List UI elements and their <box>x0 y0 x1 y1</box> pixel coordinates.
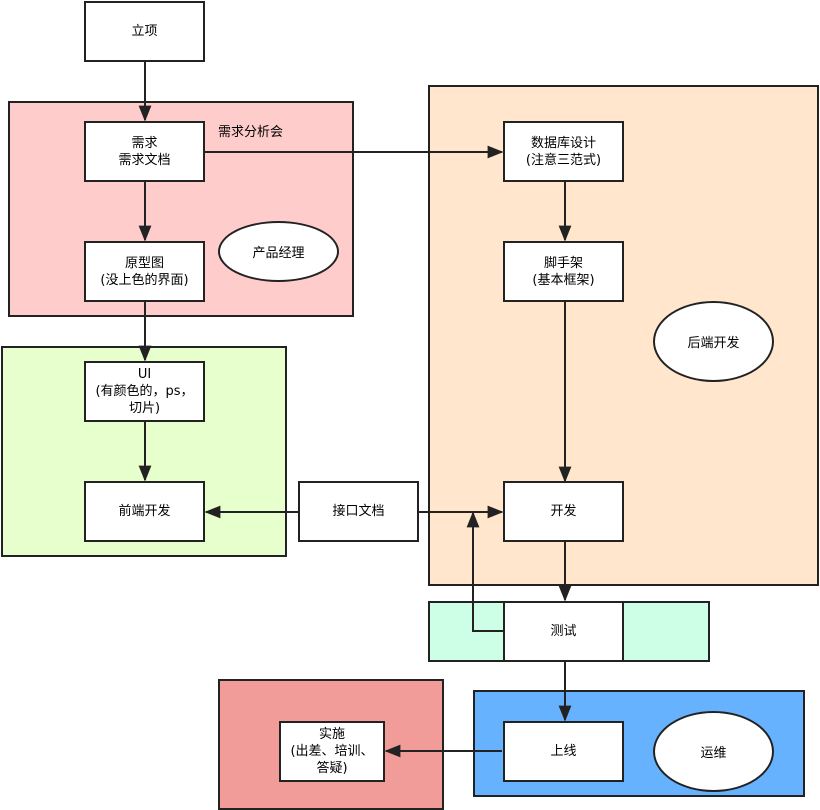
product-manager-ellipse: 产品经理 <box>218 221 339 282</box>
scaffold-node: 脚手架 (基本框架) <box>503 241 624 302</box>
test-node: 测试 <box>503 601 624 662</box>
api-doc-node: 接口文档 <box>298 481 419 542</box>
implementation-node: 实施 (出差、培训、 答疑) <box>279 721 385 782</box>
backend-dev-ellipse: 后端开发 <box>653 301 774 382</box>
dev-node: 开发 <box>503 481 624 542</box>
ui-node: UI (有颜色的，ps， 切片) <box>84 361 205 422</box>
requirement-meeting-label: 需求分析会 <box>218 125 284 140</box>
frontend-node: 前端开发 <box>84 481 205 542</box>
project-node: 立项 <box>84 1 205 62</box>
db-design-node: 数据库设计 (注意三范式) <box>503 121 624 182</box>
requirement-node: 需求 需求文档 <box>84 121 205 182</box>
edge-test-feedback <box>466 511 503 632</box>
launch-node: 上线 <box>503 721 624 782</box>
ops-ellipse: 运维 <box>653 711 774 792</box>
prototype-node: 原型图 (没上色的界面) <box>84 241 205 302</box>
